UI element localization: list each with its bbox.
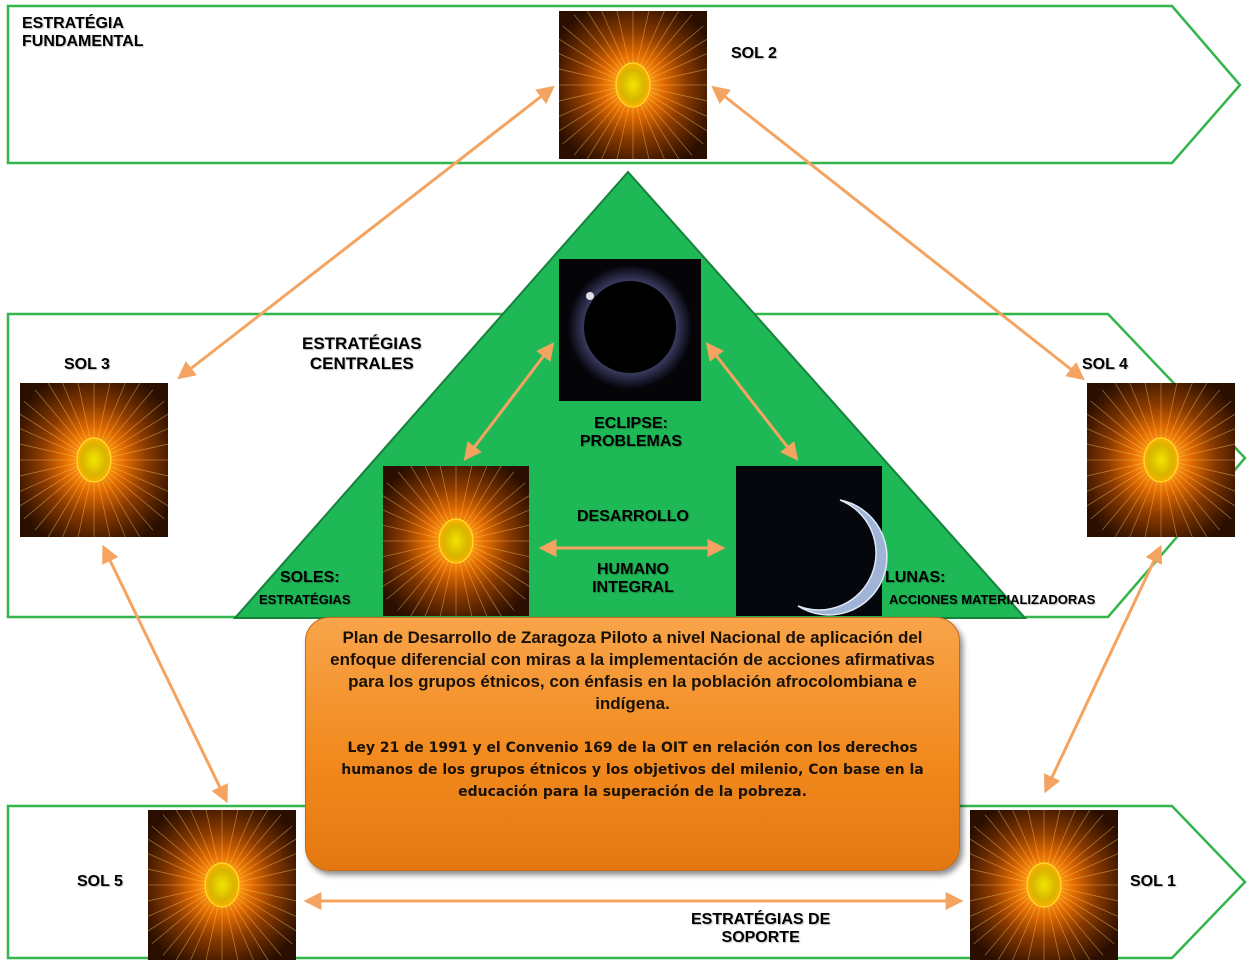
lunas-sub-label: ACCIONES MATERIALIZADORAS [889, 592, 1096, 607]
plan-legal-text: Ley 21 de 1991 y el Convenio 169 de la O… [341, 740, 924, 800]
arrow-eclipse-soles [463, 342, 555, 461]
eclipse-image [559, 259, 701, 401]
sol-2-label: SOL 2 [731, 45, 777, 62]
sol-4-label: SOL 4 [1082, 356, 1128, 373]
sol-5-image [147, 809, 297, 961]
estrategias-soporte-label: ESTRATÉGIAS DE SOPORTE [691, 911, 831, 947]
arrow-sol2-sol4 [711, 85, 1085, 381]
estrategia-fundamental-label: ESTRATÉGIA FUNDAMENTAL [22, 15, 144, 51]
lunas-title-label: LUNAS: [885, 569, 946, 586]
sol-3-image [19, 382, 169, 538]
eclipse-label: ECLIPSE: PROBLEMAS [579, 415, 683, 451]
arrow-sol2-sol3 [177, 85, 555, 380]
soles-title-label: SOLES: [280, 569, 340, 586]
plan-main-text: Plan de Desarrollo de Zaragoza Piloto a … [330, 628, 935, 713]
estrategias-centrales-label: ESTRATÉGIAS CENTRALES [302, 334, 422, 373]
arrow-eclipse-lunas [705, 342, 799, 461]
desarrollo-label: DESARROLLO [577, 508, 689, 525]
sol-1-label: SOL 1 [1130, 873, 1176, 890]
sol-4-image [1086, 382, 1236, 538]
arrow-sol4-sol1 [1043, 544, 1163, 794]
sol-5-label: SOL 5 [77, 873, 123, 890]
sol-3-label: SOL 3 [64, 356, 110, 373]
humano-integral-label: HUMANO INTEGRAL [592, 561, 674, 597]
soles-image [382, 465, 530, 617]
arrow-sol3-sol5 [102, 544, 228, 804]
plan-summary-box: Plan de Desarrollo de Zaragoza Piloto a … [305, 617, 960, 871]
moon-image [736, 466, 888, 616]
sol-1-image [969, 809, 1119, 961]
soles-sub-label: ESTRATÉGIAS [259, 592, 351, 607]
sol-2-image [558, 10, 708, 160]
